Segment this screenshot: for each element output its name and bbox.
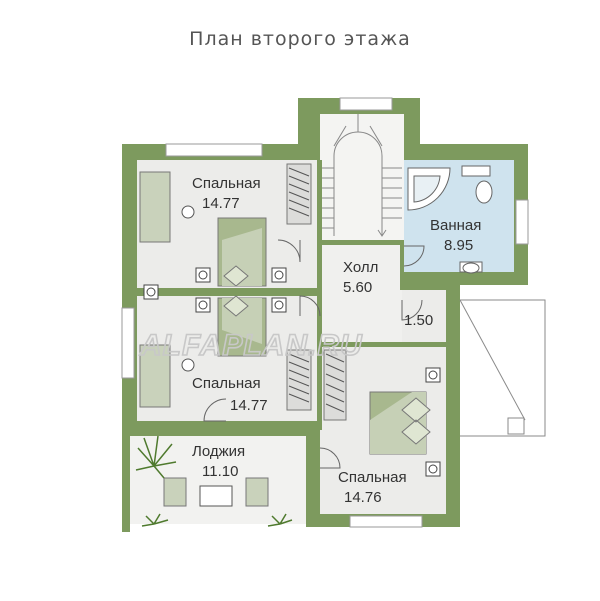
room-name: Спальная bbox=[192, 175, 261, 192]
chairs bbox=[181, 205, 195, 372]
staircase bbox=[322, 114, 402, 237]
closet-floor bbox=[402, 286, 446, 344]
bathroom-fixtures bbox=[407, 165, 493, 274]
room-name: Ванная bbox=[430, 217, 481, 234]
stair-floor bbox=[320, 114, 404, 240]
watermark: ALFAPLAN.RU bbox=[139, 329, 363, 362]
interior-walls bbox=[130, 160, 446, 436]
room-area: 1.50 bbox=[404, 312, 433, 329]
potted-plant-icon bbox=[135, 435, 293, 527]
room-area: 5.60 bbox=[343, 279, 372, 296]
windows bbox=[121, 97, 529, 528]
doors bbox=[203, 239, 425, 469]
room-area: 14.76 bbox=[344, 489, 382, 506]
room-area: 11.10 bbox=[202, 463, 238, 480]
room-name: Лоджия bbox=[192, 443, 245, 460]
room-name: Спальная bbox=[338, 469, 407, 486]
room-labels: Спальная 14.77 Ванная 8.95 Холл 5.60 1.5… bbox=[192, 175, 481, 506]
room-area: 8.95 bbox=[444, 237, 473, 254]
nightstands bbox=[143, 267, 441, 477]
desks bbox=[139, 171, 171, 408]
hall-floor bbox=[320, 240, 402, 344]
room-name: Спальная bbox=[192, 375, 261, 392]
plan-title: План второго этажа bbox=[189, 28, 411, 50]
loggia-floor bbox=[130, 436, 306, 524]
room-area: 14.77 bbox=[230, 397, 268, 414]
roof-outline bbox=[459, 299, 546, 437]
wardrobes bbox=[286, 163, 347, 421]
beds bbox=[217, 217, 431, 455]
room-area: 14.77 bbox=[202, 195, 240, 212]
loggia-furniture bbox=[163, 477, 269, 507]
room-name: Холл bbox=[343, 259, 378, 276]
